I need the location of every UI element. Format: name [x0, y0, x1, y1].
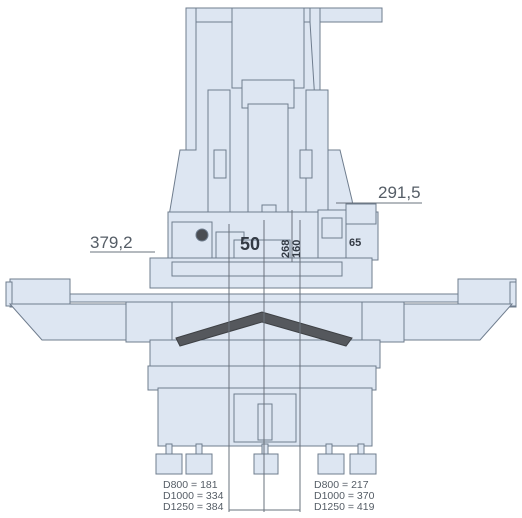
dim-label-268: 268	[280, 240, 292, 258]
dimension-table-right: D800 = 217 D1000 = 370 D1250 = 419	[314, 479, 375, 513]
table-right-row: D1250 = 419	[314, 501, 375, 513]
dim-label-left: 379,2	[90, 233, 133, 252]
lower-body	[147, 339, 381, 447]
dim-label-top-right: 291,5	[378, 183, 421, 202]
dim-label-65: 65	[349, 237, 361, 249]
column	[167, 7, 383, 228]
table-right-row: D800 = 217	[314, 479, 369, 491]
table-right-row: D1000 = 370	[314, 490, 375, 502]
dim-label-160: 160	[291, 240, 303, 258]
table-left-row: D800 = 181	[163, 479, 218, 491]
table-left-row: D1250 = 384	[163, 501, 224, 513]
dim-label-center-bold: 50	[240, 234, 260, 254]
table-left-row: D1000 = 334	[163, 490, 224, 502]
feet	[155, 443, 377, 475]
spindle-head	[167, 203, 379, 267]
dimension-table-left: D800 = 181 D1000 = 334 D1250 = 384	[163, 479, 224, 513]
worktable	[149, 257, 373, 289]
